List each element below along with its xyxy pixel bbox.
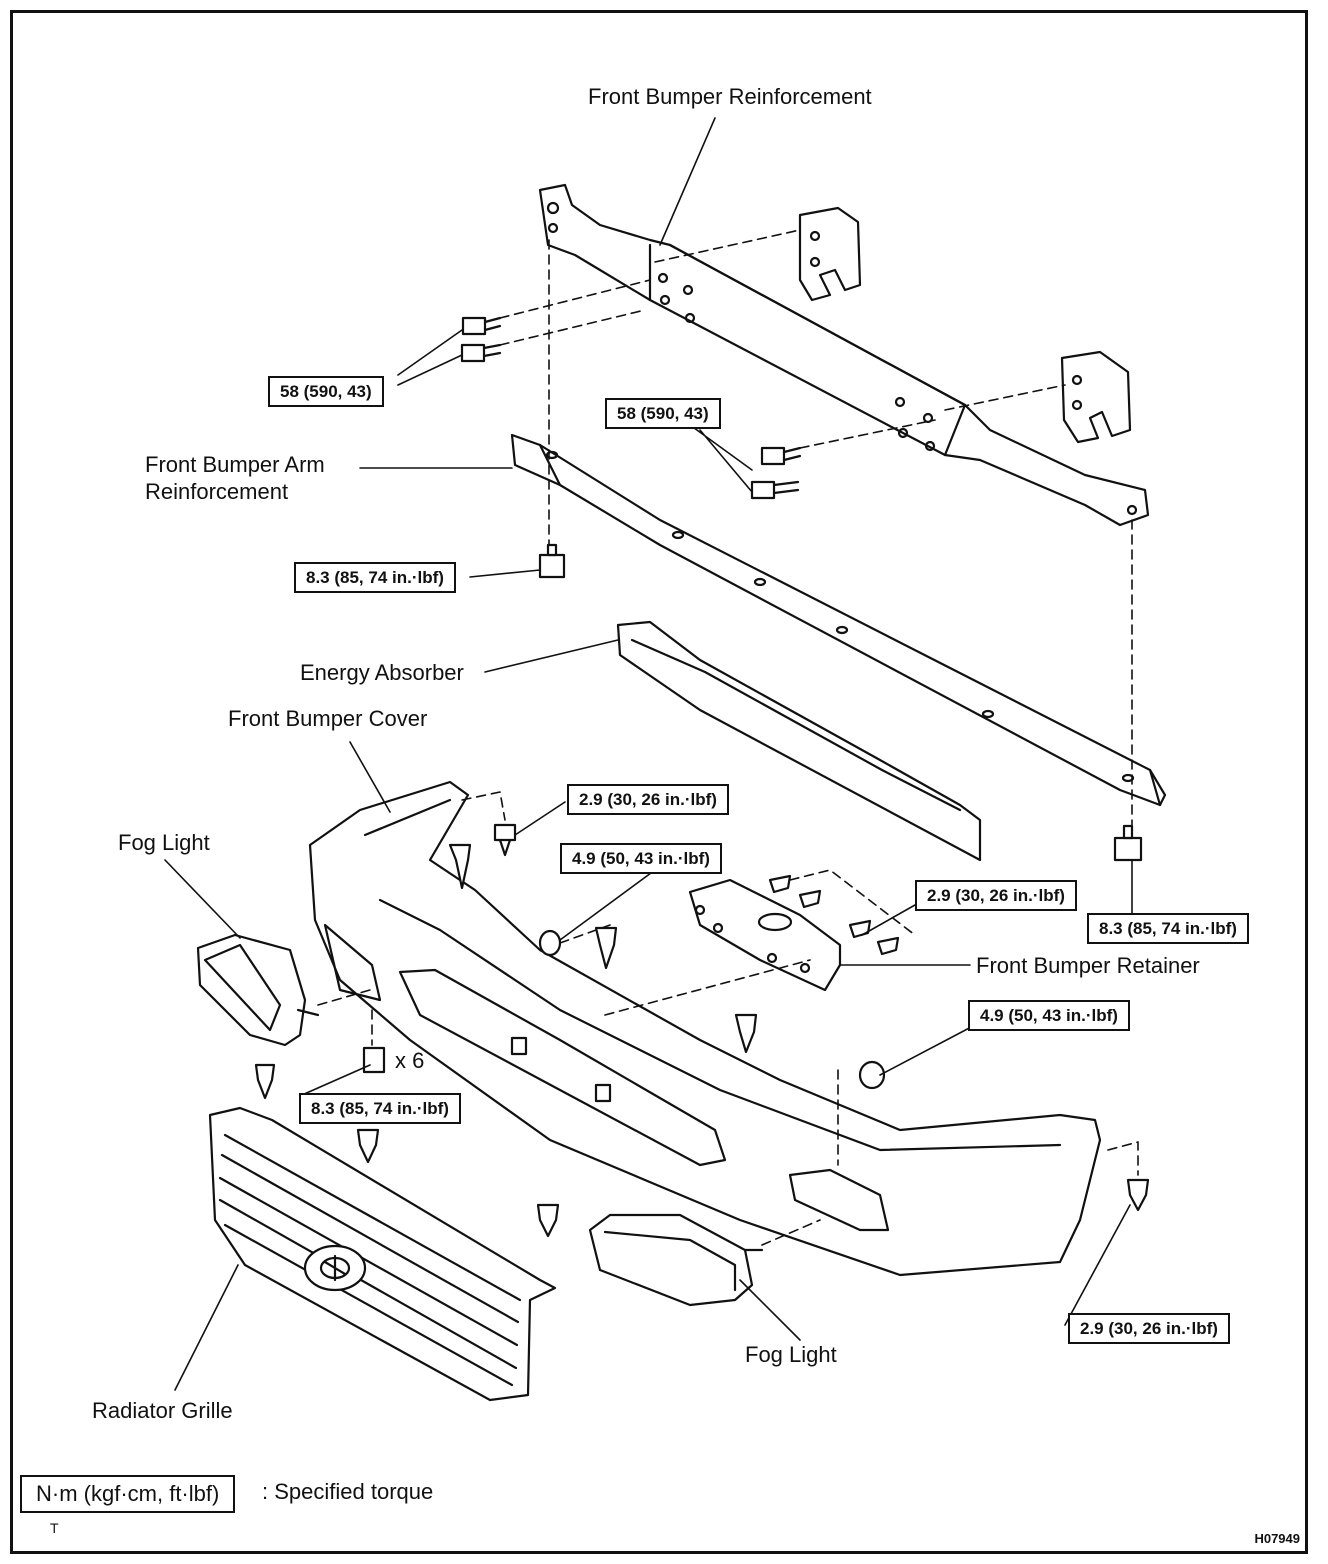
- screw-icon: [536, 1203, 560, 1238]
- clip-icon: [594, 926, 618, 970]
- screw-icon: [876, 936, 900, 956]
- screw-icon: [848, 919, 872, 939]
- front-bumper-cover-drawing: [308, 780, 1102, 1277]
- corner-letter: T: [50, 1520, 59, 1536]
- bolt-icon: [362, 1046, 386, 1074]
- torque-side-screw: 2.9 (30, 26 in.·lbf): [1068, 1313, 1230, 1345]
- torque-cover-nut: 4.9 (50, 43 in.·lbf): [560, 843, 722, 875]
- front-bumper-arm-reinforcement-drawing: [510, 433, 1167, 807]
- label-front-bumper-arm-reinforcement-line2: Reinforcement: [145, 479, 289, 504]
- torque-lower-nut: 4.9 (50, 43 in.·lbf): [968, 1000, 1130, 1032]
- fog-light-right-drawing: [588, 1213, 764, 1307]
- screw-icon: [798, 889, 822, 909]
- torque-retainer-screws: 2.9 (30, 26 in.·lbf): [915, 880, 1077, 912]
- torque-arm-bolt-left: 8.3 (85, 74 in.·lbf): [294, 562, 456, 594]
- reinforcement-bracket-lower: [1060, 350, 1132, 444]
- bolt-icon: [750, 480, 800, 500]
- label-fog-light-right: Fog Light: [745, 1342, 837, 1367]
- front-bumper-reinforcement-drawing: [538, 183, 1150, 527]
- reinforcement-bracket-upper: [798, 206, 862, 302]
- label-front-bumper-retainer: Front Bumper Retainer: [976, 953, 1200, 978]
- torque-reinforcement-bolts-left: 58 (590, 43): [268, 376, 384, 408]
- label-front-bumper-reinforcement: Front Bumper Reinforcement: [588, 84, 872, 109]
- screw-icon: [356, 1128, 380, 1164]
- fasteners: [254, 316, 1150, 1238]
- bolt-icon: [760, 446, 802, 466]
- clip-icon: [734, 1013, 758, 1054]
- fog-light-left-drawing: [196, 933, 320, 1047]
- figure-code: H07949: [1254, 1531, 1300, 1546]
- bolt-icon: [1113, 824, 1143, 862]
- screw-icon: [493, 823, 517, 857]
- diagram-frame: [10, 10, 1308, 1554]
- label-front-bumper-arm-reinforcement-line1: Front Bumper Arm: [145, 452, 325, 477]
- legend-torque-unit: N·m (kgf·cm, ft·lbf): [20, 1475, 236, 1513]
- screw-icon: [768, 874, 792, 894]
- nut-icon: [858, 1060, 886, 1090]
- leader-lines: [164, 117, 1133, 1391]
- screw-icon: [1126, 1178, 1150, 1212]
- label-energy-absorber: Energy Absorber: [300, 660, 464, 685]
- radiator-grille-drawing: [208, 1106, 557, 1402]
- bolt-icon: [538, 543, 566, 579]
- torque-arm-bolt-right: 8.3 (85, 74 in.·lbf): [1087, 913, 1249, 945]
- nut-icon: [538, 929, 562, 957]
- torque-cover-top-screw: 2.9 (30, 26 in.·lbf): [567, 784, 729, 816]
- label-front-bumper-cover: Front Bumper Cover: [228, 706, 428, 731]
- torque-lower-bolts: 8.3 (85, 74 in.·lbf): [299, 1093, 461, 1125]
- quantity-mark: x 6: [395, 1048, 425, 1073]
- clip-icon: [448, 843, 472, 890]
- label-fog-light-left: Fog Light: [118, 830, 210, 855]
- bolt-icon: [461, 316, 502, 336]
- screw-icon: [254, 1063, 276, 1100]
- energy-absorber-drawing: [616, 620, 982, 862]
- label-radiator-grille: Radiator Grille: [92, 1398, 233, 1423]
- torque-reinforcement-bolts-right: 58 (590, 43): [605, 398, 721, 430]
- bolt-icon: [460, 343, 502, 363]
- assembly-lines: [317, 229, 1139, 1246]
- legend-text: : Specified torque: [262, 1479, 434, 1504]
